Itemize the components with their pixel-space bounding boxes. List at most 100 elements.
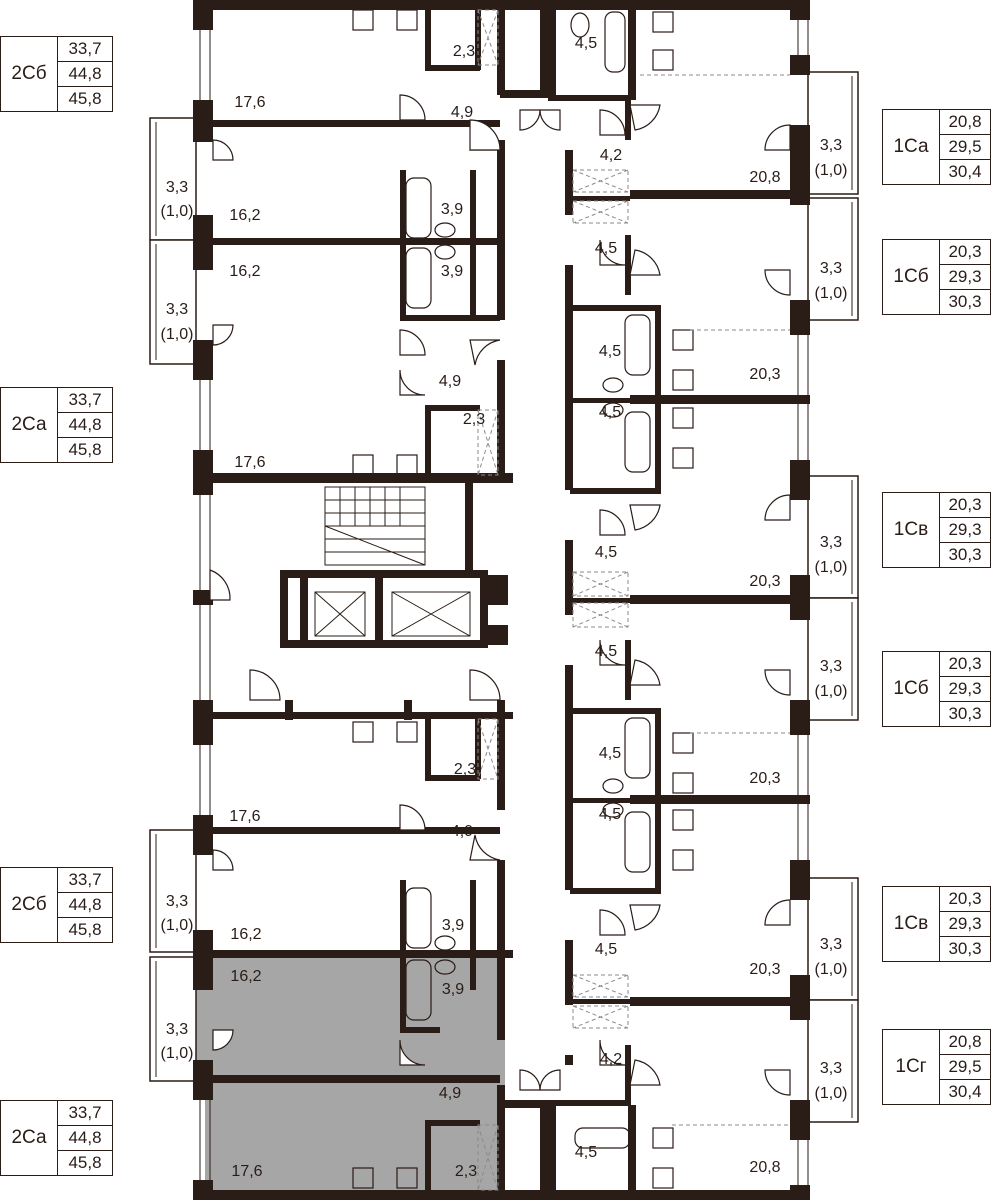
unit-code: 2Са [1,388,58,462]
room-area-label: 3,3 [819,936,843,953]
room-area-label: 4,5 [574,1144,598,1161]
unit-tag-2sb-lower[interactable]: 2Сб 33,7 44,8 45,8 [0,867,113,943]
room-area-label: (1,0) [814,683,848,700]
room-area-label: 4,5 [594,941,618,958]
room-area-label: 4,5 [598,745,622,762]
unit-tag-1sa[interactable]: 1Са 20,8 29,5 30,4 [882,109,991,185]
elevators [314,591,471,637]
unit-area-gross: 30,3 [948,939,982,958]
room-area-label: 4,5 [594,544,618,561]
room-area-label: 4,5 [594,643,618,660]
unit-area-gross: 30,3 [948,704,982,723]
unit-tag-2sa-bottom[interactable]: 2Са 33,7 44,8 45,8 [0,1100,113,1176]
room-area-label: 20,3 [749,961,781,978]
room-area-label: 4,5 [598,404,622,421]
unit-tag-1sg[interactable]: 1Сг 20,8 29,5 30,4 [882,1029,991,1105]
room-area-label: (1,0) [814,162,848,179]
unit-area-total: 44,8 [58,1126,112,1151]
unit-tag-1sv-lower[interactable]: 1Св 20,3 29,3 30,3 [882,886,991,962]
unit-area-living: 20,3 [940,240,990,265]
room-area-label: 4,5 [598,806,622,823]
unit-code: 2Сб [1,37,58,111]
highlighted-apartment[interactable] [150,957,505,1190]
room-area-label: 2,3 [454,1163,478,1180]
room-area-label: 4,9 [438,373,462,390]
room-area-label: 3,3 [819,534,843,551]
unit-area-total: 29,3 [940,518,990,543]
room-area-label: (1,0) [814,961,848,978]
unit-tag-2sb-top[interactable]: 2Сб 33,7 44,8 45,8 [0,36,113,112]
unit-area-living: 33,7 [58,868,112,893]
room-area-label: (1,0) [160,917,194,934]
room-area-label: (1,0) [814,285,848,302]
room-area-label: (1,0) [160,203,194,220]
room-area-label: 20,3 [749,366,781,383]
room-area-label: 4,2 [599,1051,623,1068]
unit-area-living: 33,7 [58,1101,112,1126]
unit-area-total: 44,8 [58,413,112,438]
unit-tag-1sb-lower[interactable]: 1Сб 20,3 29,3 30,3 [882,651,991,727]
unit-code: 2Са [1,1101,58,1175]
room-area-label: 17,6 [234,94,266,111]
wardrobes [477,9,790,1191]
doors [209,94,791,1096]
unit-code: 1Сб [883,652,940,726]
room-area-label: 3,3 [165,179,189,196]
room-area-label: 20,3 [749,573,781,590]
room-area-label: 2,3 [453,761,477,778]
room-area-label: (1,0) [814,1085,848,1102]
unit-area-total: 29,3 [940,265,990,290]
room-area-label: 3,3 [819,137,843,154]
room-area-label: 3,9 [441,981,465,998]
room-area-label: 3,9 [441,917,465,934]
unit-code: 1Св [883,493,940,567]
unit-code: 1Сг [883,1030,940,1104]
room-area-label: 4,5 [574,35,598,52]
room-area-label: 4,9 [450,823,474,840]
room-area-label: 4,5 [598,343,622,360]
room-area-label: 16,2 [229,263,261,280]
unit-area-total: 29,5 [940,1055,990,1080]
room-area-label: 17,6 [234,454,266,471]
room-area-label: (1,0) [160,326,194,343]
unit-area-total: 29,5 [940,135,990,160]
room-area-label: 17,6 [229,808,261,825]
room-area-label: 3,3 [165,1021,189,1038]
unit-tag-1sb-upper[interactable]: 1Сб 20,3 29,3 30,3 [882,239,991,315]
room-area-label: 3,3 [819,260,843,277]
room-area-label: (1,0) [814,559,848,576]
fixtures [352,9,694,1189]
room-area-label: 2,3 [452,43,476,60]
unit-tag-1sv-upper[interactable]: 1Св 20,3 29,3 30,3 [882,492,991,568]
room-area-label: 3,3 [165,893,189,910]
unit-code: 1Сб [883,240,940,314]
room-area-label: 4,9 [438,1085,462,1102]
room-area-label: 4,5 [594,240,618,257]
room-area-label: 3,3 [165,301,189,318]
unit-area-gross: 30,3 [948,545,982,564]
room-area-label: 3,3 [819,658,843,675]
unit-area-gross: 30,4 [948,162,982,181]
room-area-label: 20,8 [749,1159,781,1176]
unit-area-total: 44,8 [58,893,112,918]
unit-code: 1Св [883,887,940,961]
unit-area-living: 20,8 [940,1030,990,1055]
unit-area-gross: 45,8 [68,440,102,459]
room-area-label: 2,3 [462,411,486,428]
room-area-label: 20,3 [749,770,781,787]
unit-area-gross: 45,8 [68,920,102,939]
unit-area-gross: 45,8 [68,1153,102,1172]
unit-area-living: 20,3 [940,652,990,677]
unit-area-living: 20,8 [940,110,990,135]
room-area-label: 4,9 [450,104,474,121]
room-area-label: 3,9 [440,201,464,218]
unit-code: 1Са [883,110,940,184]
unit-area-living: 33,7 [58,37,112,62]
room-area-label: 16,2 [230,968,262,985]
room-area-label: (1,0) [160,1045,194,1062]
unit-code: 2Сб [1,868,58,942]
unit-area-living: 33,7 [58,388,112,413]
unit-tag-2sa-upper[interactable]: 2Са 33,7 44,8 45,8 [0,387,113,463]
staircase [324,486,426,566]
